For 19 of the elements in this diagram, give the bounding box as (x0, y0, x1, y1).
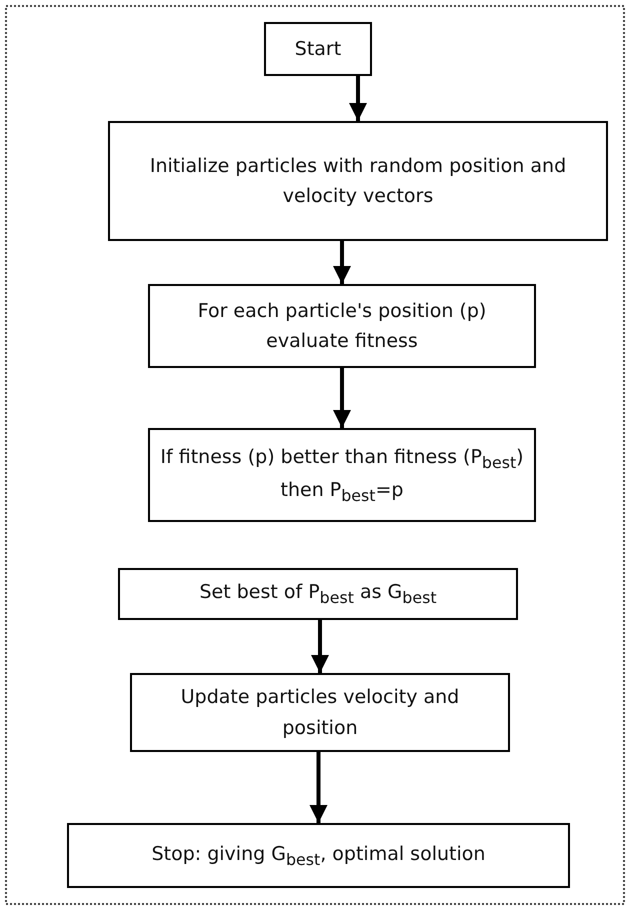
process-box (118, 568, 518, 620)
process-box (148, 428, 536, 522)
node-text: If fitness (p) better than fitness (P$_{best}$) then P$_{best}$=p (160, 444, 524, 507)
arrow (310, 752, 328, 823)
arrow (311, 620, 329, 673)
node-text: Initialize particles with random position and velocity vectors (148, 154, 568, 209)
arrow (349, 76, 367, 121)
node-text: Set best of P$_{best}$ as G$_{best}$ (199, 580, 437, 610)
node-text: For each particle's position (p) evaluate fitness (196, 298, 488, 354)
terminal-box (264, 22, 372, 76)
node-text: Update particles velocity and position (180, 685, 460, 740)
terminal-box (67, 823, 570, 888)
process-box (148, 284, 536, 368)
node-text: Stop: giving G$_{best}$, optimal solution (152, 842, 486, 871)
process-box (108, 121, 608, 241)
node-text: Start (294, 36, 342, 62)
process-box (130, 673, 510, 752)
arrow (333, 241, 351, 284)
arrow (333, 368, 351, 428)
